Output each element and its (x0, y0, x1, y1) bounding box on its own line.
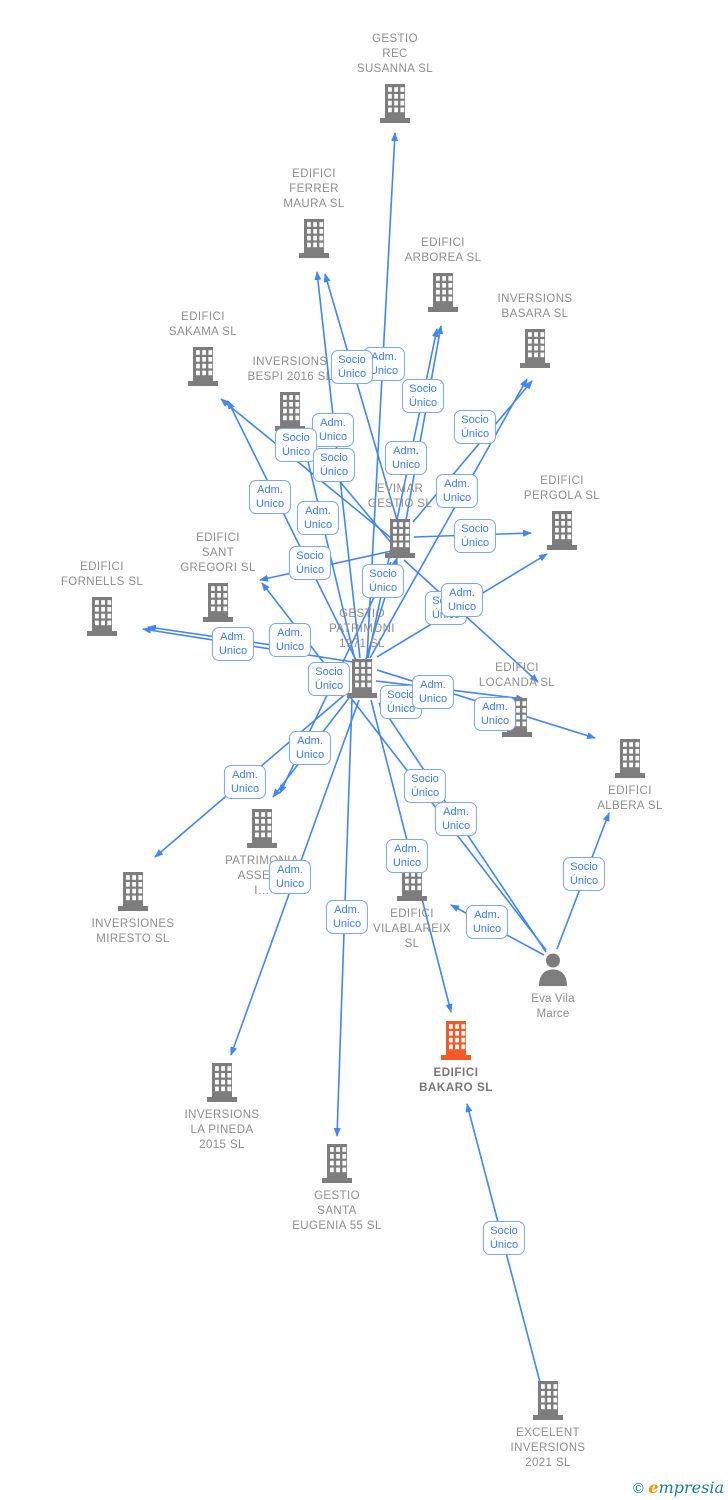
building-icon[interactable] (378, 83, 412, 128)
building-icon[interactable] (439, 1020, 473, 1065)
building-icon[interactable] (297, 218, 331, 263)
edge-label-adm-unico: Adm.Unico (288, 731, 332, 765)
edge-line (220, 398, 397, 543)
edge-label-adm-unico: Adm.Unico (473, 697, 517, 731)
brand-initial: e (648, 1478, 659, 1497)
edge-line (323, 273, 398, 521)
building-icon[interactable] (116, 871, 150, 916)
edge-label-adm-unico: Adm.Unico (435, 474, 479, 508)
edge-label-adm-unico: Adm.Unico (440, 583, 484, 617)
edge-line (369, 378, 528, 659)
building-icon[interactable] (531, 1380, 565, 1425)
edge-label-adm-unico: Adm.Unico (385, 839, 429, 873)
building-icon[interactable] (545, 510, 579, 555)
edge-label-adm-unico: Adm.Unico (268, 860, 312, 894)
building-icon[interactable] (245, 808, 279, 853)
edge-label-adm-unico: Adm.Unico (434, 802, 478, 836)
person-icon[interactable] (537, 953, 569, 991)
edge-label-adm-unico: Adm.Unico (223, 765, 267, 799)
brand-text: mpresia (658, 1478, 724, 1497)
building-icon[interactable] (383, 518, 417, 563)
edge-label-adm-unico: Adm.Unico (325, 900, 369, 934)
building-icon[interactable] (426, 272, 460, 317)
edge-label-adm-unico: Adm.Unico (465, 905, 509, 939)
edge-label-adm-unico: Adm.Unico (311, 413, 355, 447)
building-icon[interactable] (320, 1143, 354, 1188)
copyright-icon: © (631, 1481, 646, 1497)
edge-label-adm-unico: Adm.Unico (411, 675, 455, 709)
edge-line (405, 325, 444, 521)
edge-line (403, 559, 539, 683)
building-icon[interactable] (201, 582, 235, 627)
building-icon[interactable] (345, 658, 379, 703)
edge-label-adm-unico: Adm.Unico (296, 501, 340, 535)
edge-line (412, 380, 533, 523)
edge-label-adm-unico: Adm.Unico (384, 441, 428, 475)
edge-label-adm-unico: Adm.Unico (268, 623, 312, 657)
building-icon[interactable] (186, 346, 220, 391)
building-icon[interactable] (518, 328, 552, 373)
building-icon[interactable] (85, 596, 119, 641)
edge-label-adm-unico: Adm.Unico (248, 480, 292, 514)
building-icon[interactable] (205, 1062, 239, 1107)
edge-label-adm-unico: Adm.Unico (211, 627, 255, 661)
empresia-logo[interactable]: ©empresia (631, 1478, 724, 1497)
edge-line (227, 400, 357, 661)
building-icon[interactable] (613, 738, 647, 783)
